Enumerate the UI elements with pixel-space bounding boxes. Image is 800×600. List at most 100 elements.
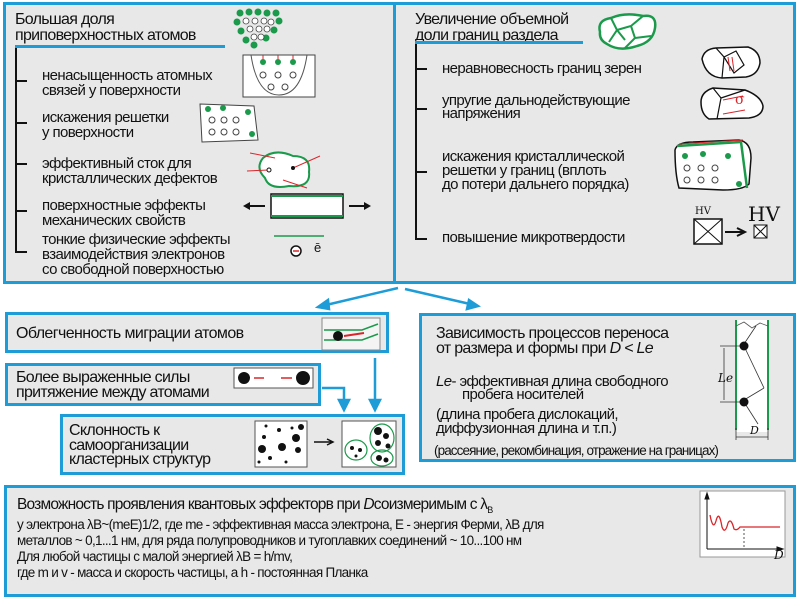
paren-line: (длина пробега дислокаций,	[436, 406, 619, 423]
boundary-lattice-icon	[674, 139, 752, 191]
paren-note-2: (рассеяние, рекомбинация, отражение на г…	[434, 443, 719, 458]
mean-free-path-diagram	[720, 320, 769, 440]
microhardness-icon	[693, 218, 768, 245]
lattice-distortion-icon	[199, 103, 259, 143]
le-axis-label: Le	[718, 371, 734, 385]
atom-attraction-icon	[233, 367, 314, 389]
right-title-line: Увеличение объемной	[415, 11, 569, 28]
tree-branch	[415, 68, 427, 70]
surface-atoms-icon	[233, 8, 283, 49]
migration-icon	[321, 317, 381, 351]
item-text: решетки у границ (вплоть	[442, 162, 607, 179]
tree-branch	[15, 251, 27, 253]
item-text: до потери дальнего порядка)	[442, 176, 629, 193]
electron-icon	[274, 235, 324, 257]
top-panel	[3, 2, 796, 284]
paren-line: диффузионная длина и т.п.)	[436, 420, 617, 437]
clusters-line: кластерных структур	[69, 451, 211, 468]
quantum-line: где m и v - масса и скорость частицы, а …	[17, 565, 368, 580]
left-title: Большая доля приповерхностных атомов	[15, 12, 196, 44]
tree-branch	[15, 80, 27, 82]
quantum-line: у электрона λB~(meE)1/2, где me - эффект…	[17, 517, 544, 532]
attraction-text: Более выраженные силы притяжение между а…	[16, 369, 210, 401]
hv-large-label: HV	[748, 202, 780, 226]
item-text: со свободной поверхностью	[42, 261, 224, 278]
right-item-1: неравновесность границ зерен	[442, 60, 642, 77]
left-tree-trunk	[15, 48, 17, 252]
item-text: ненасыщенность атомных	[42, 67, 213, 84]
right-title-line: доли границ раздела	[415, 27, 559, 44]
le-definition-line: пробега носителей	[462, 386, 584, 403]
item-text: тонкие физические эффекты	[42, 231, 231, 248]
item-text: искажения кристаллической	[442, 148, 625, 165]
quantum-title: Возможность проявления квантовых эффекто…	[17, 496, 493, 516]
le-term: Le	[436, 373, 452, 390]
item-text: упругие дальнодействующие	[442, 92, 631, 109]
item-text: поверхностные эффекты	[42, 197, 206, 214]
right-tree-trunk	[415, 44, 417, 240]
clusters-box: Склонность к самоорганизации кластерных …	[60, 414, 405, 475]
item-text: напряжения	[442, 105, 521, 122]
quantum-title-text: Возможность проявления квантовых эффекто…	[17, 496, 364, 513]
le-definition-line: Le- эффективная длина свободного	[436, 373, 669, 390]
item-text: эффективный сток для	[42, 155, 192, 172]
item-text: повышение микротвердости	[442, 229, 625, 246]
quantum-line: Для любой частицы с малой энергией λB = …	[17, 549, 293, 564]
tension-bar-icon	[243, 193, 371, 219]
item-text: связей у поверхности	[42, 82, 181, 99]
item-text: искажения решетки	[42, 109, 169, 126]
unsaturated-bonds-icon	[242, 54, 316, 98]
clusters-text: Склонность к самоорганизации кластерных …	[69, 422, 211, 468]
plot-axis-label: D	[774, 548, 784, 562]
panel-divider	[393, 2, 396, 284]
attraction-box: Более выраженные силы притяжение между а…	[5, 363, 321, 406]
grain-nonequilibrium-icon	[701, 46, 761, 79]
item-text: неравновесность границ зерен	[442, 60, 642, 77]
migration-text: Облегченность миграции атомов	[16, 325, 244, 342]
attraction-line: Более выраженные силы	[16, 369, 190, 386]
d-axis-label: D	[750, 424, 759, 437]
transport-box: Зависимость процессов переноса от размер…	[419, 313, 796, 462]
right-title: Увеличение объемной доли границ раздела	[415, 11, 569, 44]
le-definition: Le- эффективная длина свободного пробега…	[436, 373, 669, 403]
attraction-line: притяжение между атомами	[16, 384, 210, 401]
clusters-line: Склонность к	[69, 422, 160, 439]
tree-branch	[15, 210, 27, 212]
tree-branch	[15, 122, 27, 124]
transport-title-text: от размера и формы при	[436, 340, 610, 357]
sigma-label: σ	[735, 92, 745, 108]
oscillation-plot-icon	[699, 490, 786, 558]
item-text: механических свойств	[42, 212, 186, 229]
left-title-underline	[15, 45, 225, 48]
tree-branch	[415, 108, 427, 110]
quantum-line: металлов ~ 0,1...1 нм, для ряда полупров…	[17, 533, 522, 548]
right-title-underline	[415, 41, 583, 44]
le-definition-text: - эффективная длина свободного	[451, 373, 669, 390]
paren-note-1: (длина пробега дислокаций, диффузионная …	[436, 406, 619, 437]
transport-condition: D < Le	[609, 340, 654, 357]
quantum-title-text: соизмеримым с λ	[373, 496, 488, 513]
self-organization-icon	[254, 420, 397, 468]
quantum-title-sub: B	[487, 505, 493, 516]
hv-small-label: HV	[695, 206, 711, 217]
quantum-title-d: D	[363, 496, 374, 513]
left-title-line: приповерхностных атомов	[15, 27, 196, 44]
item-text: кристаллических дефектов	[42, 170, 218, 187]
transport-title: Зависимость процессов переноса от размер…	[436, 326, 669, 357]
electron-label: ē	[314, 240, 322, 255]
right-item-4: повышение микротвердости	[442, 230, 625, 245]
tree-branch	[15, 163, 27, 165]
grain-boundaries-icon	[598, 13, 657, 50]
tree-branch	[415, 171, 427, 173]
migration-box: Облегченность миграции атомов	[5, 312, 389, 353]
defect-sink-icon	[246, 151, 321, 189]
left-title-line: Большая доля	[15, 11, 115, 28]
quantum-body: у электрона λB~(meE)1/2, где me - эффект…	[17, 517, 544, 581]
